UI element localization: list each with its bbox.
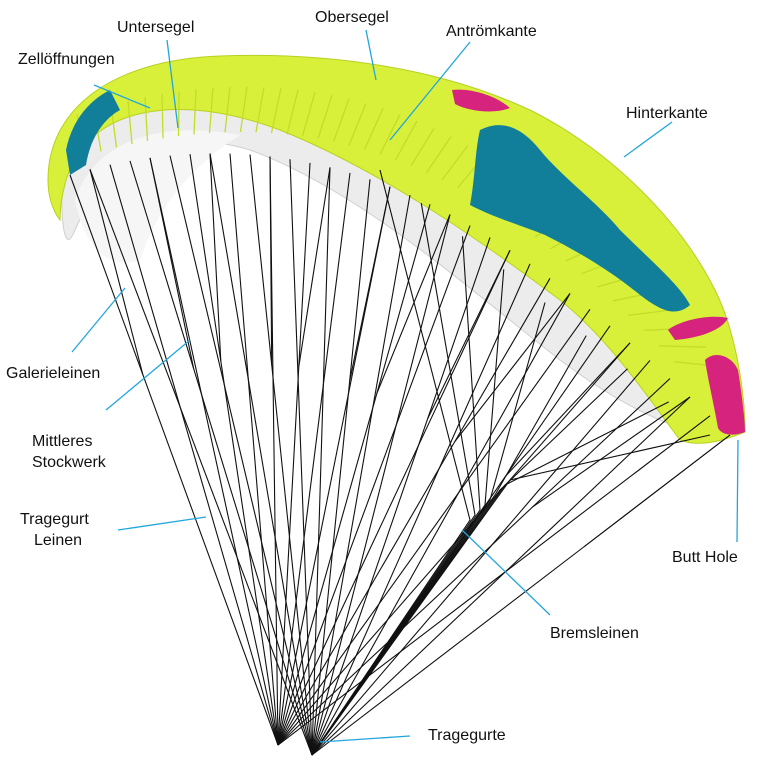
brake-line	[311, 434, 711, 756]
canopy-rib	[317, 95, 333, 139]
suspension-line	[189, 154, 279, 746]
leader-hinterkante	[623, 121, 673, 158]
suspension-line	[311, 293, 571, 756]
brake-line	[311, 335, 587, 756]
canopy-rib	[363, 108, 384, 150]
suspension-line	[269, 156, 279, 746]
cascade-line	[505, 342, 631, 477]
brake-line	[311, 401, 669, 756]
canopy-rib	[208, 87, 214, 134]
label-tragegurt-line1: Tragegurt	[20, 511, 89, 528]
label-butt-hole: Butt Hole	[672, 549, 738, 566]
suspension-line	[277, 225, 471, 746]
suspension-line	[109, 164, 279, 746]
cascade-line	[583, 434, 731, 548]
label-galerieleinen: Galerieleinen	[6, 365, 100, 382]
leader-antroemkante	[389, 41, 471, 141]
suspension-line	[169, 155, 313, 756]
cascade-line	[209, 153, 222, 361]
suspension-line	[289, 159, 313, 756]
canopy-rib	[127, 100, 133, 145]
canopy-rib	[658, 345, 707, 348]
canopy-rib	[177, 91, 180, 137]
leader-tragegurt	[117, 516, 207, 531]
cascade-line	[89, 169, 144, 375]
suspension-line	[277, 172, 351, 746]
suspension-line	[277, 250, 511, 746]
leader-zelloeffnungen	[93, 84, 151, 109]
suspension-line	[311, 396, 691, 756]
teal-band-leading	[66, 90, 120, 175]
suspension-line	[311, 263, 531, 756]
suspension-line	[311, 360, 651, 756]
suspension-line	[209, 153, 313, 756]
suspension-line	[311, 167, 331, 756]
suspension-line	[311, 237, 491, 756]
canopy-rib	[410, 128, 435, 167]
canopy-rib	[425, 136, 452, 174]
suspension-lines	[69, 153, 731, 756]
canopy-rib	[161, 94, 164, 139]
label-antroemkante: Antrömkante	[446, 23, 537, 40]
leader-tragegurte	[319, 735, 411, 743]
label-mittleres-line1: Mittleres	[32, 433, 92, 450]
canopy-rib	[286, 89, 299, 135]
suspension-line	[277, 378, 671, 746]
leader-obersegel	[365, 29, 377, 81]
leader-mittleres	[105, 339, 191, 411]
brake-line	[311, 203, 476, 756]
suspension-line	[89, 169, 313, 756]
cascade-line	[298, 167, 331, 367]
label-zelloeffnungen: Zellöffnungen	[18, 51, 115, 68]
suspension-line	[277, 278, 551, 746]
suspension-line	[277, 162, 311, 746]
leader-butt-hole	[736, 439, 739, 543]
suspension-line	[311, 194, 411, 756]
suspension-line	[277, 186, 391, 746]
suspension-line	[277, 204, 431, 746]
label-obersegel: Obersegel	[315, 9, 389, 26]
label-tragegurt-line2: Leinen	[34, 532, 82, 549]
leader-bremsleinen	[461, 529, 551, 616]
label-hinterkante: Hinterkante	[626, 105, 708, 122]
leader-lines	[71, 29, 739, 743]
leader-untersegel	[166, 39, 179, 129]
cascade-line	[376, 214, 451, 394]
leader-galerieleinen	[71, 287, 126, 353]
suspension-line	[149, 157, 279, 746]
canopy-rib	[270, 88, 282, 134]
canopy-rib	[379, 114, 401, 155]
canopy-top-surface	[47, 54, 746, 444]
magenta-patch-top	[452, 89, 510, 112]
canopy-rib	[332, 98, 350, 142]
suspension-line	[229, 153, 279, 746]
suspension-line	[249, 154, 313, 756]
canopy-rib	[255, 87, 265, 133]
label-mittleres-line2: Stockwerk	[32, 454, 107, 471]
canopy-rib	[239, 86, 248, 133]
canopy-rib	[441, 144, 469, 181]
suspension-line	[129, 160, 313, 756]
canopy-rib	[348, 103, 367, 146]
suspension-line	[277, 415, 711, 746]
label-tragegurte: Tragegurte	[428, 727, 506, 744]
canopy-rib	[144, 97, 149, 142]
magenta-patch-side	[668, 316, 728, 340]
label-untersegel: Untersegel	[117, 19, 194, 36]
magenta-patch-tip	[705, 355, 745, 435]
brake-line	[311, 368, 628, 756]
cascade-line	[532, 396, 691, 508]
teal-band-main	[470, 125, 690, 312]
canopy-rib	[193, 89, 197, 135]
canopy-rib	[301, 92, 316, 137]
suspension-line	[277, 308, 591, 746]
label-bremsleinen: Bremsleinen	[550, 625, 639, 642]
canopy-rib	[394, 120, 418, 161]
canopy-rib	[224, 87, 231, 133]
canopy-rib	[627, 309, 673, 317]
